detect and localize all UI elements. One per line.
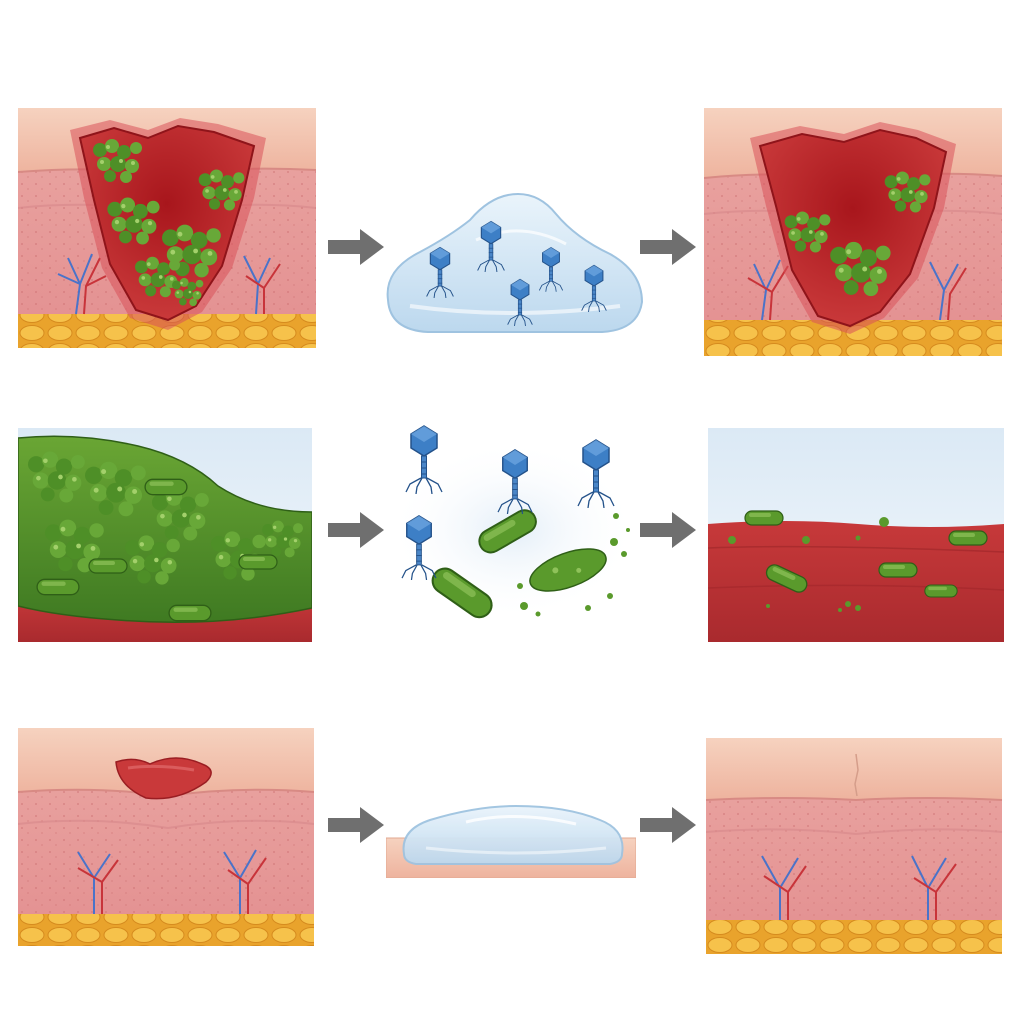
arrow-right-icon <box>640 512 696 548</box>
infected-wound-panel <box>18 108 316 348</box>
healed-skin-panel <box>706 738 1002 954</box>
arrow-right-icon <box>328 807 384 843</box>
reduced-infection-wound-panel <box>704 108 1002 356</box>
arrow-right-icon <box>640 229 696 265</box>
small-wound-panel <box>18 728 314 946</box>
phage-lysis-panel <box>388 420 638 620</box>
cleared-tissue-panel <box>708 428 1004 642</box>
gel-dressing-panel <box>386 796 636 878</box>
arrow-right-icon <box>328 229 384 265</box>
phage-gel-panel <box>380 180 650 340</box>
biofilm-panel <box>18 428 312 642</box>
arrow-right-icon <box>640 807 696 843</box>
arrow-right-icon <box>328 512 384 548</box>
